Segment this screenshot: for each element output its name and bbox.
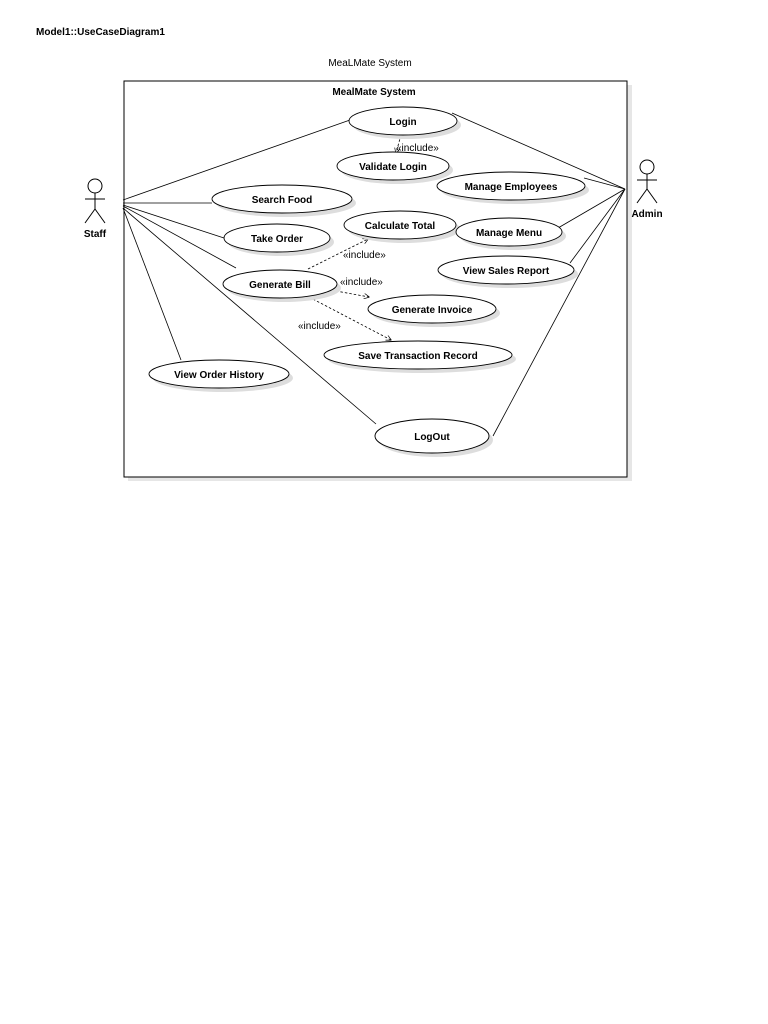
use-case-label: View Sales Report: [463, 266, 550, 277]
assoc-staff-logout: [122, 207, 377, 425]
include-label-validate: «include»: [396, 143, 439, 154]
include-login-validate: [396, 134, 402, 153]
actor-staff[interactable]: [84, 178, 106, 224]
use-case-calculate-total[interactable]: Calculate Total: [343, 210, 460, 243]
actor-staff-head: [87, 178, 103, 194]
actor-admin[interactable]: [636, 159, 658, 204]
assoc-staff-take-order: [122, 204, 225, 239]
actor-admin-leg-left: [636, 188, 648, 204]
use-case-save-transaction-record[interactable]: Save Transaction Record: [323, 340, 516, 373]
assoc-admin-manage-employees: [583, 177, 626, 190]
assoc-staff-view-order-history: [122, 207, 182, 361]
include-bill-save: [308, 296, 391, 340]
use-case-generate-invoice[interactable]: Generate Invoice: [367, 294, 500, 327]
assoc-admin-logout: [492, 188, 626, 437]
diagram-caption: MeaLMate System: [328, 58, 412, 69]
use-case-logout[interactable]: LogOut: [374, 418, 493, 457]
actor-admin-head: [639, 159, 655, 175]
actor-staff-label: Staff: [84, 229, 107, 240]
use-case-view-sales-report[interactable]: View Sales Report: [437, 255, 578, 288]
use-case-manage-employees[interactable]: Manage Employees: [436, 171, 589, 204]
use-case-generate-bill[interactable]: Generate Bill: [222, 269, 341, 302]
model-title: Model1::UseCaseDiagram1: [36, 27, 165, 38]
use-case-login[interactable]: Login: [348, 106, 461, 139]
actor-staff-leg-right: [94, 208, 106, 224]
include-label-save: «include»: [298, 321, 341, 332]
actor-staff-leg-left: [84, 208, 96, 224]
assoc-staff-generate-bill: [122, 205, 237, 269]
use-case-label: Take Order: [251, 234, 303, 245]
assoc-admin-login: [451, 112, 626, 190]
use-case-label: Calculate Total: [365, 221, 436, 232]
use-case-search-food[interactable]: Search Food: [211, 184, 356, 217]
use-case-label: Generate Bill: [249, 280, 311, 291]
actor-admin-leg-right: [646, 188, 658, 204]
include-label-total: «include»: [343, 250, 386, 261]
use-case-label: Save Transaction Record: [358, 351, 478, 362]
use-case-manage-menu[interactable]: Manage Menu: [455, 217, 566, 250]
include-label-invoice: «include»: [340, 277, 383, 288]
staff-associations: [122, 119, 377, 425]
assoc-admin-manage-menu: [557, 188, 626, 229]
use-case-validate-login[interactable]: Validate Login: [336, 151, 453, 184]
assoc-staff-login: [122, 119, 351, 201]
use-case-label: Manage Menu: [476, 228, 542, 239]
use-case-label: LogOut: [414, 432, 450, 443]
use-case-take-order[interactable]: Take Order: [223, 223, 334, 256]
assoc-admin-view-sales-report: [569, 188, 626, 264]
use-case-label: Search Food: [252, 195, 313, 206]
use-case-label: Generate Invoice: [392, 305, 473, 316]
system-boundary-title: MealMate System: [332, 87, 415, 98]
include-relations: [307, 134, 402, 340]
actor-admin-label: Admin: [631, 209, 662, 220]
use-case-view-order-history[interactable]: View Order History: [148, 359, 293, 392]
include-bill-total: [307, 239, 368, 270]
include-bill-invoice: [335, 290, 369, 297]
use-case-label: Validate Login: [359, 162, 427, 173]
use-case-label: View Order History: [174, 370, 264, 381]
use-case-label: Login: [389, 117, 416, 128]
use-case-label: Manage Employees: [465, 182, 558, 193]
admin-associations: [451, 112, 626, 437]
